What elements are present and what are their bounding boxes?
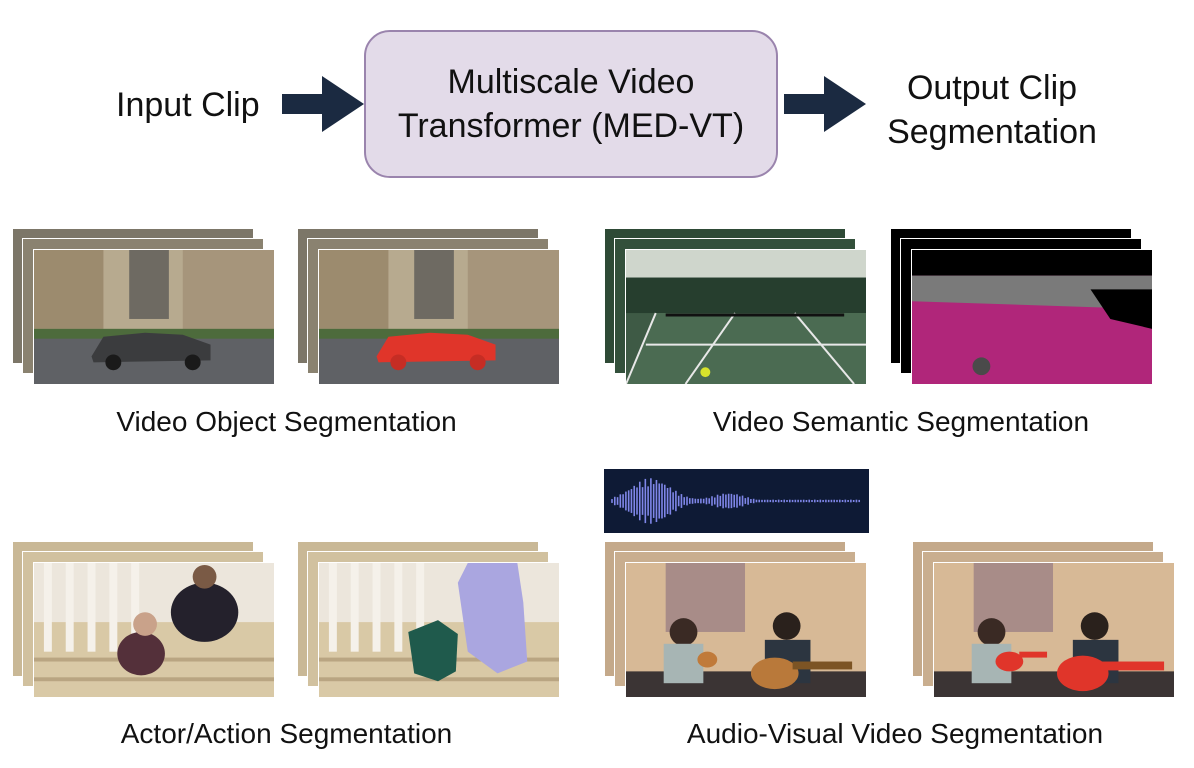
aas-caption: Actor/Action Segmentation bbox=[120, 718, 453, 749]
instrument-mask bbox=[995, 651, 1165, 692]
audio-waveform bbox=[604, 469, 869, 533]
output-label-line1: Output Clip bbox=[906, 69, 1078, 107]
aas-input-frames bbox=[12, 541, 276, 699]
vss-output-frames bbox=[890, 228, 1154, 386]
input-clip-label: Input Clip bbox=[116, 86, 260, 124]
actor-mask bbox=[457, 563, 528, 674]
avvs-caption: Audio-Visual Video Segmentation bbox=[686, 718, 1104, 749]
output-label: Output Clip Segmentation bbox=[876, 66, 1108, 154]
vos-input-frame bbox=[33, 249, 275, 385]
vos-output-frames bbox=[297, 228, 561, 386]
avvs-input-frames bbox=[604, 541, 868, 699]
arrow-right-icon bbox=[784, 76, 866, 132]
vos-caption: Video Object Segmentation bbox=[116, 406, 457, 437]
med-vt-model-box: Multiscale Video Transformer (MED-VT) bbox=[364, 30, 778, 178]
waveform-graphic bbox=[611, 478, 861, 524]
avvs-output-frame bbox=[933, 562, 1175, 698]
model-title-line2: Transformer (MED-VT) bbox=[397, 107, 745, 145]
arrow-right-icon bbox=[282, 76, 364, 132]
vss-input-frame bbox=[625, 249, 867, 385]
output-label-line2: Segmentation bbox=[887, 113, 1097, 152]
vos-input-frames bbox=[12, 228, 276, 386]
vss-output-frame bbox=[911, 249, 1153, 385]
aas-output-frame bbox=[318, 562, 560, 698]
avvs-input-frame bbox=[625, 562, 867, 698]
action-mask bbox=[408, 620, 458, 682]
vss-caption: Video Semantic Segmentation bbox=[712, 406, 1090, 437]
avvs-output-frames bbox=[912, 541, 1176, 699]
aas-input-frame bbox=[33, 562, 275, 698]
vos-output-frame bbox=[318, 249, 560, 385]
aas-output-frames bbox=[297, 541, 561, 699]
car-mask bbox=[376, 332, 496, 363]
vss-input-frames bbox=[604, 228, 868, 386]
model-title-line1: Multiscale Video bbox=[447, 62, 695, 101]
